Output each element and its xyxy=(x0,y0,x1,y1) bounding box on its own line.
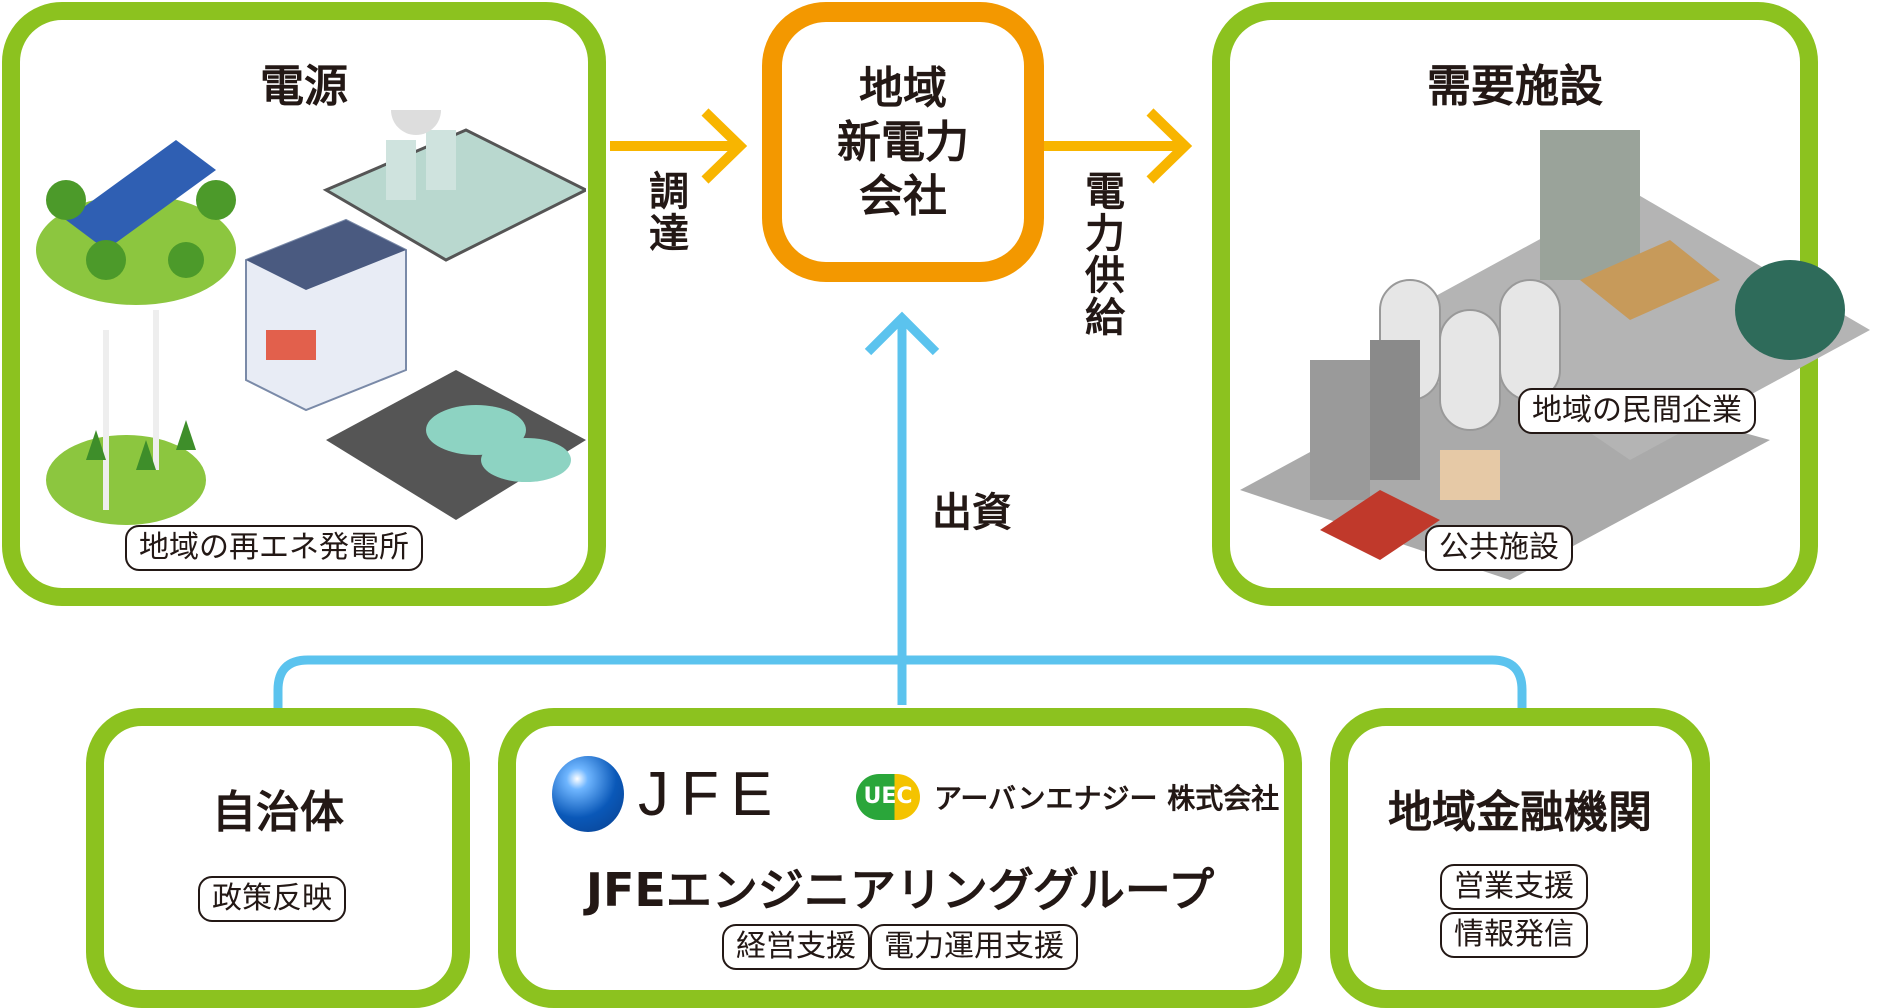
procure-arrow xyxy=(610,108,748,184)
jfe-tags: 経営支援 電力運用支援 xyxy=(516,924,1284,970)
supply-label: 電力供給 xyxy=(1078,170,1124,338)
demand-title: 需要施設 xyxy=(1427,61,1603,112)
municipality-tag: 政策反映 xyxy=(198,876,346,922)
jfe-title: JFEエンジニアリンググループ xyxy=(585,863,1215,917)
jfe-tag-operation: 電力運用支援 xyxy=(870,924,1078,970)
jfe-logo: JFE xyxy=(552,756,784,832)
power-source-box: 電源 地域の再エネ発電所 xyxy=(2,2,606,606)
jfe-tag-management: 経営支援 xyxy=(722,924,870,970)
procure-label: 調達 xyxy=(642,170,688,254)
demand-tag-public: 公共施設 xyxy=(1425,525,1573,571)
invest-arrow xyxy=(864,311,940,705)
regional-bank-box: 地域金融機関 営業支援 情報発信 xyxy=(1330,708,1710,1008)
demand-facility-box: 需要施設 地域の民間企業 公共施設 xyxy=(1212,2,1870,606)
bank-tag-info: 情報発信 xyxy=(1440,912,1588,958)
jfe-group-box: JFE UEC アーバンエナジー 株式会社 JFEエンジニアリンググループ 経営… xyxy=(498,708,1302,1008)
bank-title: 地域金融機関 xyxy=(1388,787,1652,838)
jfe-globe-icon xyxy=(552,756,624,832)
power-plant-illustration xyxy=(36,110,586,525)
supply-arrow xyxy=(1044,108,1193,184)
source-title: 電源 xyxy=(260,61,348,112)
center-title: 地域 新電力 会社 xyxy=(837,63,969,222)
demand-tag-private: 地域の民間企業 xyxy=(1518,388,1756,434)
uec-name: アーバンエナジー 株式会社 xyxy=(934,782,1280,815)
municipality-title: 自治体 xyxy=(212,787,344,838)
invest-label: 出資 xyxy=(932,490,1012,536)
bank-tag-sales: 営業支援 xyxy=(1440,864,1588,910)
uec-logo: UEC アーバンエナジー 株式会社 xyxy=(856,774,1279,820)
municipality-box: 自治体 政策反映 xyxy=(86,708,470,1008)
source-tag: 地域の再エネ発電所 xyxy=(125,525,423,571)
demand-facility-illustration xyxy=(1240,130,1870,580)
investor-bracket xyxy=(273,655,1527,710)
regional-power-company-box: 地域 新電力 会社 xyxy=(762,2,1044,282)
